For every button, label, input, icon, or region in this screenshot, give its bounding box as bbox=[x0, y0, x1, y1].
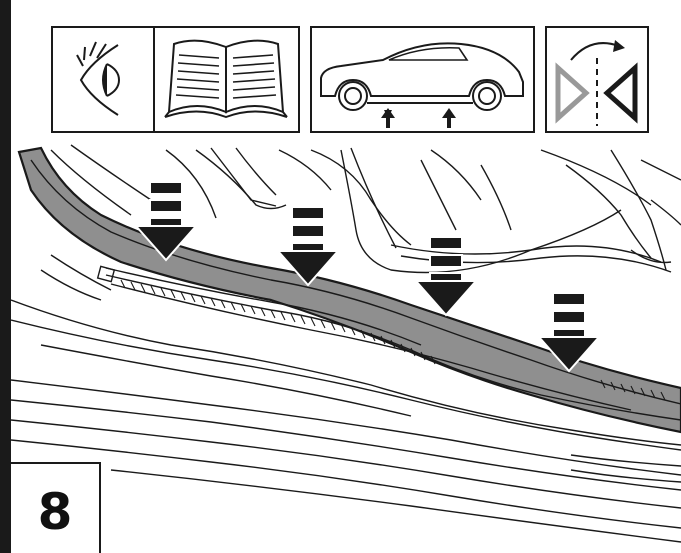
step-number: 8 bbox=[38, 487, 73, 537]
instruction-page: 8 bbox=[11, 0, 681, 553]
eye-icon bbox=[52, 27, 154, 132]
car-lift-points-icon bbox=[311, 27, 534, 132]
mirror-flip-icon bbox=[546, 27, 648, 132]
instruction-illustration bbox=[11, 0, 681, 553]
step-number-box: 8 bbox=[11, 462, 101, 553]
press-arrow bbox=[416, 237, 476, 315]
icon-strip bbox=[52, 27, 648, 132]
open-book-icon bbox=[154, 27, 299, 132]
